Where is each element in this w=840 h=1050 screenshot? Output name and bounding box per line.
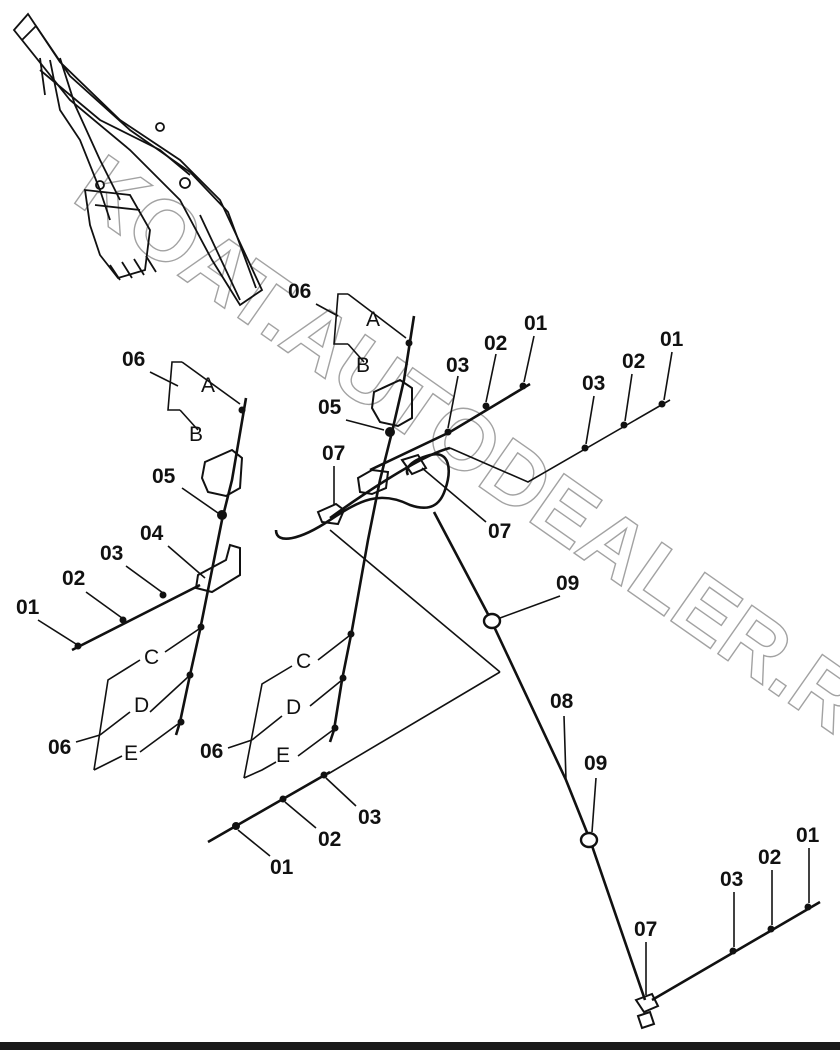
callout-06-left-top: 06: [122, 348, 145, 371]
bottom-border-bar: [0, 1042, 840, 1050]
callout-01-middle-lower: 01: [270, 856, 294, 879]
label-E-middle: E: [276, 744, 290, 767]
watermark-text: KOAT.AUTODEALER.RU: [59, 137, 840, 787]
callout-06-left-bottom: 06: [48, 736, 71, 759]
callout-03-right-lower: 03: [720, 868, 743, 891]
excavator-boom-illustration: [12, 12, 264, 307]
callout-07-middle-left: 07: [322, 442, 345, 465]
label-E-left: E: [124, 742, 138, 765]
label-A-middle: A: [366, 308, 380, 331]
callout-08-hose: 08: [550, 690, 574, 713]
label-D-left: D: [134, 694, 149, 717]
callout-05-middle: 05: [318, 396, 342, 419]
label-B-left: B: [189, 423, 203, 446]
callout-01-middle-upper: 01: [524, 312, 548, 335]
callout-07-middle-right: 07: [488, 520, 511, 543]
callout-01-right-lower: 01: [796, 824, 820, 847]
label-A-left: A: [201, 374, 215, 397]
label-B-middle: B: [356, 354, 370, 377]
callout-05-left: 05: [152, 465, 176, 488]
callout-09-right-upper: 09: [556, 572, 579, 595]
callout-02-right-lower: 02: [758, 846, 781, 869]
callout-04-left: 04: [140, 522, 164, 545]
left-assembly: 06 A B 05 04 03 02 01: [16, 348, 248, 771]
callout-03-middle-lower: 03: [358, 806, 381, 829]
watermark: KOAT.AUTODEALER.RU: [58, 136, 840, 787]
label-C-middle: C: [296, 650, 311, 673]
callout-06-middle-top: 06: [288, 280, 311, 303]
callout-06-middle-bottom: 06: [200, 740, 223, 763]
callout-01-right-upper: 01: [660, 328, 684, 351]
callout-02-middle-upper: 02: [484, 332, 507, 355]
callout-03-left: 03: [100, 542, 123, 565]
callout-02-right-upper: 02: [622, 350, 645, 373]
callout-09-right-lower: 09: [584, 752, 607, 775]
right-assembly: 03 02 01 09 08 09 07 03 02 01: [432, 328, 821, 1030]
callout-01-left: 01: [16, 596, 40, 619]
callout-07-right: 07: [634, 918, 657, 941]
middle-assembly: 06 A B 05 07 07 03 02 01: [200, 280, 548, 879]
callout-03-middle-upper: 03: [446, 354, 469, 377]
label-C-left: C: [144, 646, 159, 669]
label-D-middle: D: [286, 696, 301, 719]
callout-03-right-upper: 03: [582, 372, 605, 395]
callout-02-middle-lower: 02: [318, 828, 341, 851]
callout-02-left: 02: [62, 567, 85, 590]
